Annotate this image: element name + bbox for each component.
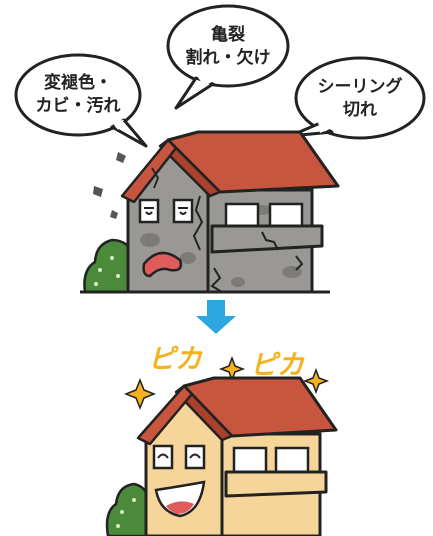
house-before [80,130,340,294]
bubble-sealing-line1: シーリング [318,76,403,97]
crack-icon [151,167,160,189]
window-eye-right [184,444,206,470]
shrub-icon [83,238,134,294]
debris-icon [110,210,118,219]
shrub-icon [105,482,150,536]
sparkle-icon [123,377,157,411]
bubble-sealing: シーリング 切れ [288,56,426,140]
bubble-sealing-line2: 切れ [343,100,377,120]
bubble-cracks-line2: 割れ・欠け [186,47,271,68]
window [268,202,304,230]
window-eye-left [152,444,174,470]
sparkle-label-right: ピカ [250,350,305,381]
window-eye-left [138,198,160,224]
balcony [224,470,328,498]
crack-icon [295,255,304,271]
bubble-discoloration-line2: カビ・汚れ [36,95,121,116]
debris-icon [116,152,126,163]
window-eye-right [172,198,194,224]
arrow-down-icon [196,300,236,334]
bubble-discoloration: 変褪色・ カビ・汚れ [14,53,148,148]
bubble-discoloration-line1: 変褪色・ [44,72,112,93]
window [232,446,268,474]
window [274,446,310,474]
bubble-cracks: 亀裂 割れ・欠け [166,4,290,110]
crack-icon [192,195,204,251]
sparkle-label-left: ピカ [148,344,203,375]
sparkle-icon [302,367,330,395]
balcony [210,224,324,254]
debris-icon [93,186,103,197]
window [224,202,260,230]
crack-icon [261,231,279,251]
crack-icon [210,267,223,293]
bubble-cracks-line1: 亀裂 [211,24,245,45]
sad-mouth-icon [142,251,183,278]
house-after [105,376,338,536]
